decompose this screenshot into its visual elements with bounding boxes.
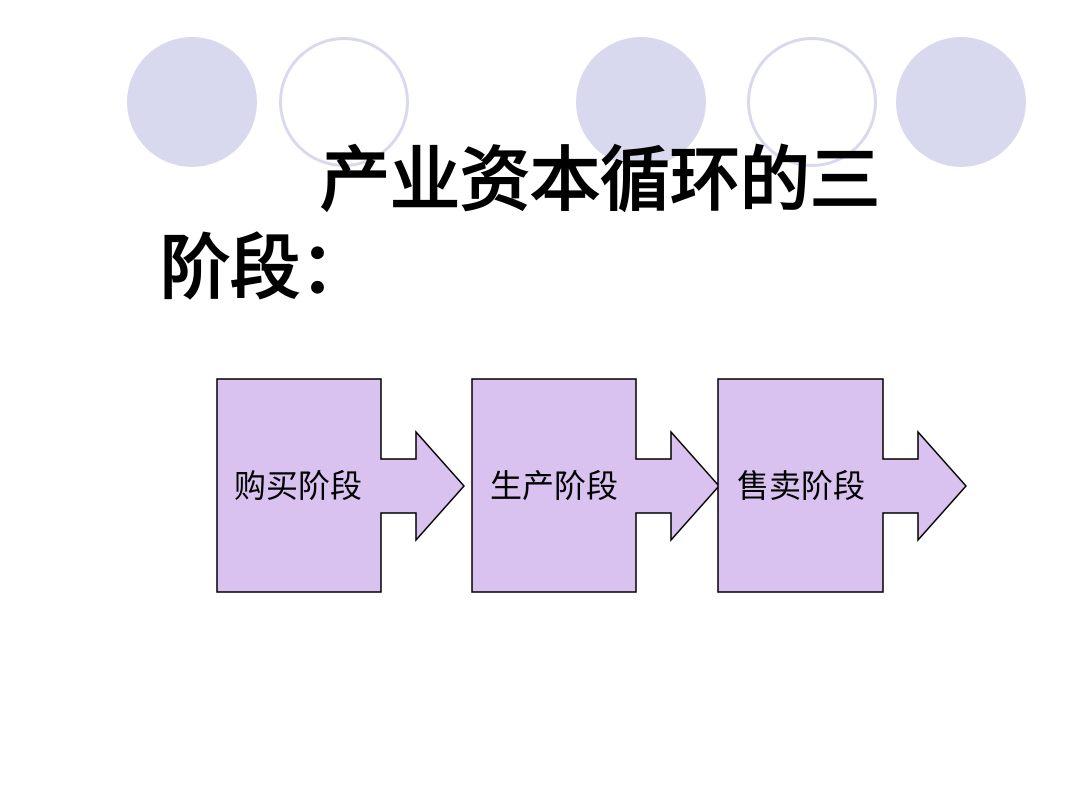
decorative-circle-ring <box>747 37 877 167</box>
stage-sales: 售卖阶段 <box>717 378 968 593</box>
stage-sales-label: 售卖阶段 <box>737 467 865 505</box>
decorative-circle-filled <box>896 37 1026 167</box>
stage-purchase-arrow-box <box>216 378 466 593</box>
stage-purchase-label: 购买阶段 <box>234 467 362 505</box>
stage-purchase: 购买阶段 <box>216 378 466 593</box>
stage-production: 生产阶段 <box>471 378 721 593</box>
stage-production-arrow-box <box>471 378 721 593</box>
slide-title: 产业资本循环的三阶段： <box>160 138 880 309</box>
decorative-circle-ring <box>279 37 409 167</box>
stage-production-label: 生产阶段 <box>490 467 618 505</box>
stage-sales-arrow-box <box>717 378 968 593</box>
decorative-circle-filled <box>576 37 706 167</box>
decorative-circle-filled <box>127 37 257 167</box>
